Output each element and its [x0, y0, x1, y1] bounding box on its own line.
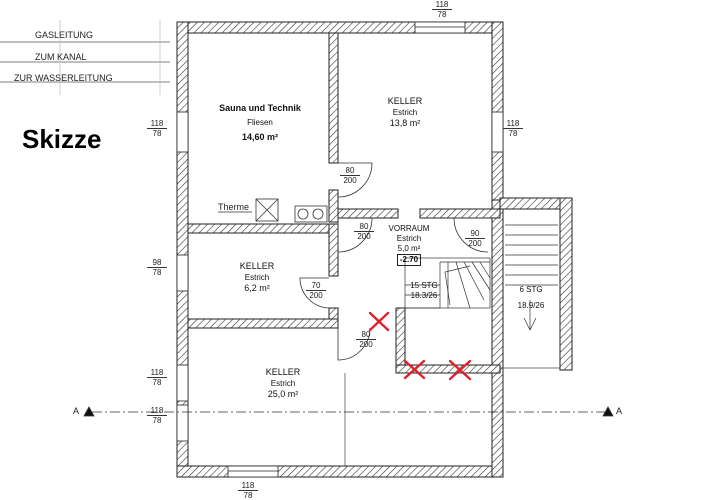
stair-ratio: 18.3/26: [410, 291, 438, 300]
thin-lines: [344, 307, 560, 466]
room-keller-ne: KELLER Estrich 13,8 m²: [370, 96, 440, 129]
room-floor: Estrich: [244, 273, 270, 282]
side-stair: [505, 224, 558, 331]
room-name: KELLER: [239, 261, 275, 271]
section-line: [83, 406, 614, 417]
door-swings: [299, 162, 489, 361]
room-name: VORRAUM: [388, 224, 430, 233]
pipe-lines: [0, 20, 170, 95]
inner-walls: [187, 32, 501, 374]
room-floor: Estrich: [392, 108, 418, 117]
window-openings: [176, 21, 504, 478]
room-area: 5,0 m²: [397, 244, 421, 253]
main-stair: [404, 257, 491, 309]
stair-ratio: 18.9/26: [517, 301, 545, 310]
room-floor: Estrich: [270, 379, 296, 388]
therme-symbol: [218, 198, 328, 223]
room-floor: Estrich: [396, 234, 422, 243]
section-marker-left: A: [73, 406, 80, 416]
room-area: 13,8 m²: [389, 118, 421, 128]
red-cross-marks: [368, 311, 472, 381]
section-marker-right: A: [616, 406, 623, 416]
stair-steps: 15 STG: [410, 281, 438, 290]
stair-steps: 6 STG: [519, 285, 543, 294]
room-name: Sauna und Technik: [219, 103, 301, 113]
room-name: KELLER: [387, 96, 423, 106]
therme-label: Therme: [218, 202, 250, 212]
outer-walls: [176, 21, 573, 478]
stair-side-label: 6 STG 18.9/26: [506, 284, 556, 312]
room-area: 25,0 m²: [267, 389, 299, 399]
room-floor: Fliesen: [247, 118, 273, 127]
stair-main-label: 15 STG 18.3/26: [402, 281, 446, 301]
pipe-label-wasser: ZUR WASSERLEITUNG: [14, 73, 113, 83]
room-area: 6,2 m²: [244, 283, 270, 293]
room-sauna: Sauna und Technik Fliesen 14,60 m²: [205, 103, 315, 143]
room-vorraum: VORRAUM Estrich 5,0 m² -2.70: [384, 224, 434, 266]
room-area: 14,60 m²: [241, 132, 279, 142]
pipe-label-kanal: ZUM KANAL: [35, 52, 87, 62]
room-name: KELLER: [265, 367, 301, 377]
room-level: -2.70: [396, 254, 422, 266]
sketch-title: Skizze: [22, 124, 102, 154]
pipe-label-gas: GASLEITUNG: [35, 30, 94, 40]
room-keller-s: KELLER Estrich 25,0 m²: [248, 367, 318, 400]
room-keller-mid: KELLER Estrich 6,2 m²: [222, 261, 292, 294]
